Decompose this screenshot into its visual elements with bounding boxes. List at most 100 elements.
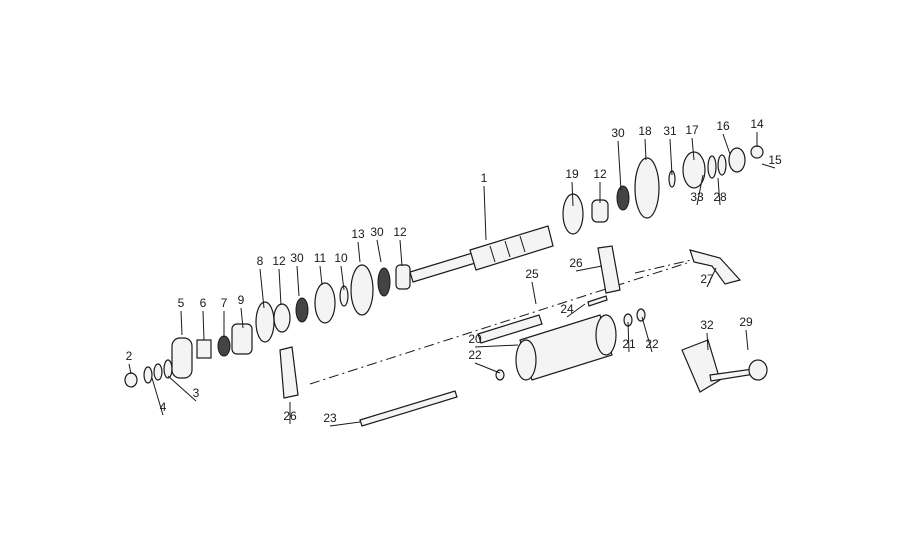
callout-leader <box>691 137 695 161</box>
callout-label: 3 <box>193 386 200 400</box>
callout-label: 25 <box>525 267 539 281</box>
callout-label: 30 <box>290 251 304 265</box>
bearing-7 <box>217 335 231 357</box>
callout-label: 31 <box>663 124 677 138</box>
callout-label: 26 <box>283 409 297 423</box>
callout-leader <box>617 140 622 191</box>
callout-leader <box>717 177 721 206</box>
gear-5 <box>171 337 193 379</box>
callout-label: 12 <box>593 167 607 181</box>
callout-leader <box>483 185 487 241</box>
callout-leader <box>761 163 776 169</box>
callout-leader <box>180 310 183 336</box>
callout-label: 33 <box>690 190 704 204</box>
callout-leader <box>202 310 205 341</box>
selector-axis-line-right <box>634 257 701 274</box>
bush-12 <box>273 303 291 333</box>
selector-forks <box>279 245 742 399</box>
callout-leader <box>531 281 537 305</box>
bush-12 <box>591 199 609 223</box>
callout-leader <box>278 268 282 306</box>
callout-label: 32 <box>700 318 714 332</box>
callout-label: 6 <box>200 296 207 310</box>
gear-11 <box>314 282 336 324</box>
callout-label: 12 <box>393 225 407 239</box>
callout-leader <box>571 181 574 207</box>
selector-assembly <box>359 295 646 427</box>
callout-label: 14 <box>750 117 764 131</box>
callout-leader <box>329 421 361 427</box>
callout-leader <box>474 344 519 348</box>
callout-label: 16 <box>716 119 730 133</box>
left-gear-cluster <box>124 264 411 388</box>
callout-leader <box>474 362 501 374</box>
fork-26 <box>279 346 299 399</box>
callout-label: 23 <box>323 411 337 425</box>
washer <box>153 363 163 381</box>
right-gear-cluster <box>562 145 764 235</box>
bearing-16 <box>728 147 746 173</box>
callout-leader <box>399 239 403 267</box>
nut <box>124 372 138 388</box>
callout-label: 22 <box>645 337 659 351</box>
callout-label: 2 <box>126 349 133 363</box>
selector-axis-line <box>309 261 691 385</box>
callout-label: 15 <box>768 153 782 167</box>
bush-12 <box>395 264 411 290</box>
gear-8 <box>255 301 275 343</box>
spring-29 <box>748 359 768 381</box>
callout-label: 19 <box>565 167 579 181</box>
callout-leader <box>240 307 244 329</box>
callout-label: 29 <box>739 315 753 329</box>
fork-27 <box>689 249 742 285</box>
callout-label: 22 <box>468 348 482 362</box>
callout-label: 27 <box>700 272 714 286</box>
washer-33 <box>707 155 717 179</box>
callout-leader <box>696 174 704 206</box>
callout-label: 4 <box>160 400 167 414</box>
bush-6 <box>196 339 212 359</box>
callout-label: 20 <box>468 332 482 346</box>
callout-leader <box>706 332 709 351</box>
callout-leader <box>566 303 586 318</box>
bearing-30 <box>295 297 309 323</box>
selector-mechanism <box>681 339 768 393</box>
callout-leader <box>151 377 164 416</box>
callout-leader <box>259 268 265 309</box>
callout-label: 9 <box>238 293 245 307</box>
callout-label: 21 <box>622 337 636 351</box>
washer <box>143 366 153 384</box>
callout-leader <box>641 316 653 353</box>
callout-label: 8 <box>257 254 264 268</box>
rod-25 <box>477 314 543 344</box>
callout-leader <box>128 363 132 375</box>
gear-9 <box>231 323 253 355</box>
callout-label: 30 <box>611 126 625 140</box>
callout-leader <box>575 265 603 272</box>
callout-label: 24 <box>560 302 574 316</box>
gear-13 <box>350 264 374 316</box>
axis-lines <box>309 257 701 385</box>
washer-28 <box>717 154 727 176</box>
callout-label: 17 <box>685 123 699 137</box>
callout-label: 7 <box>221 296 228 310</box>
callout-leader <box>296 265 300 297</box>
bearing-30 <box>616 185 630 211</box>
callout-label: 26 <box>569 256 583 270</box>
plate-32 <box>681 339 721 393</box>
callout-leader <box>706 267 717 288</box>
main-shaft <box>409 225 554 283</box>
nut-14 <box>750 145 764 159</box>
callout-leader <box>357 241 361 263</box>
callout-label: 18 <box>638 124 652 138</box>
callout-leader <box>167 375 197 402</box>
callout-leader <box>669 138 673 176</box>
callout-leader <box>722 133 731 155</box>
washer <box>163 359 173 379</box>
callout-label: 10 <box>334 251 348 265</box>
callout-label: 12 <box>272 254 286 268</box>
gear-18 <box>634 157 660 219</box>
